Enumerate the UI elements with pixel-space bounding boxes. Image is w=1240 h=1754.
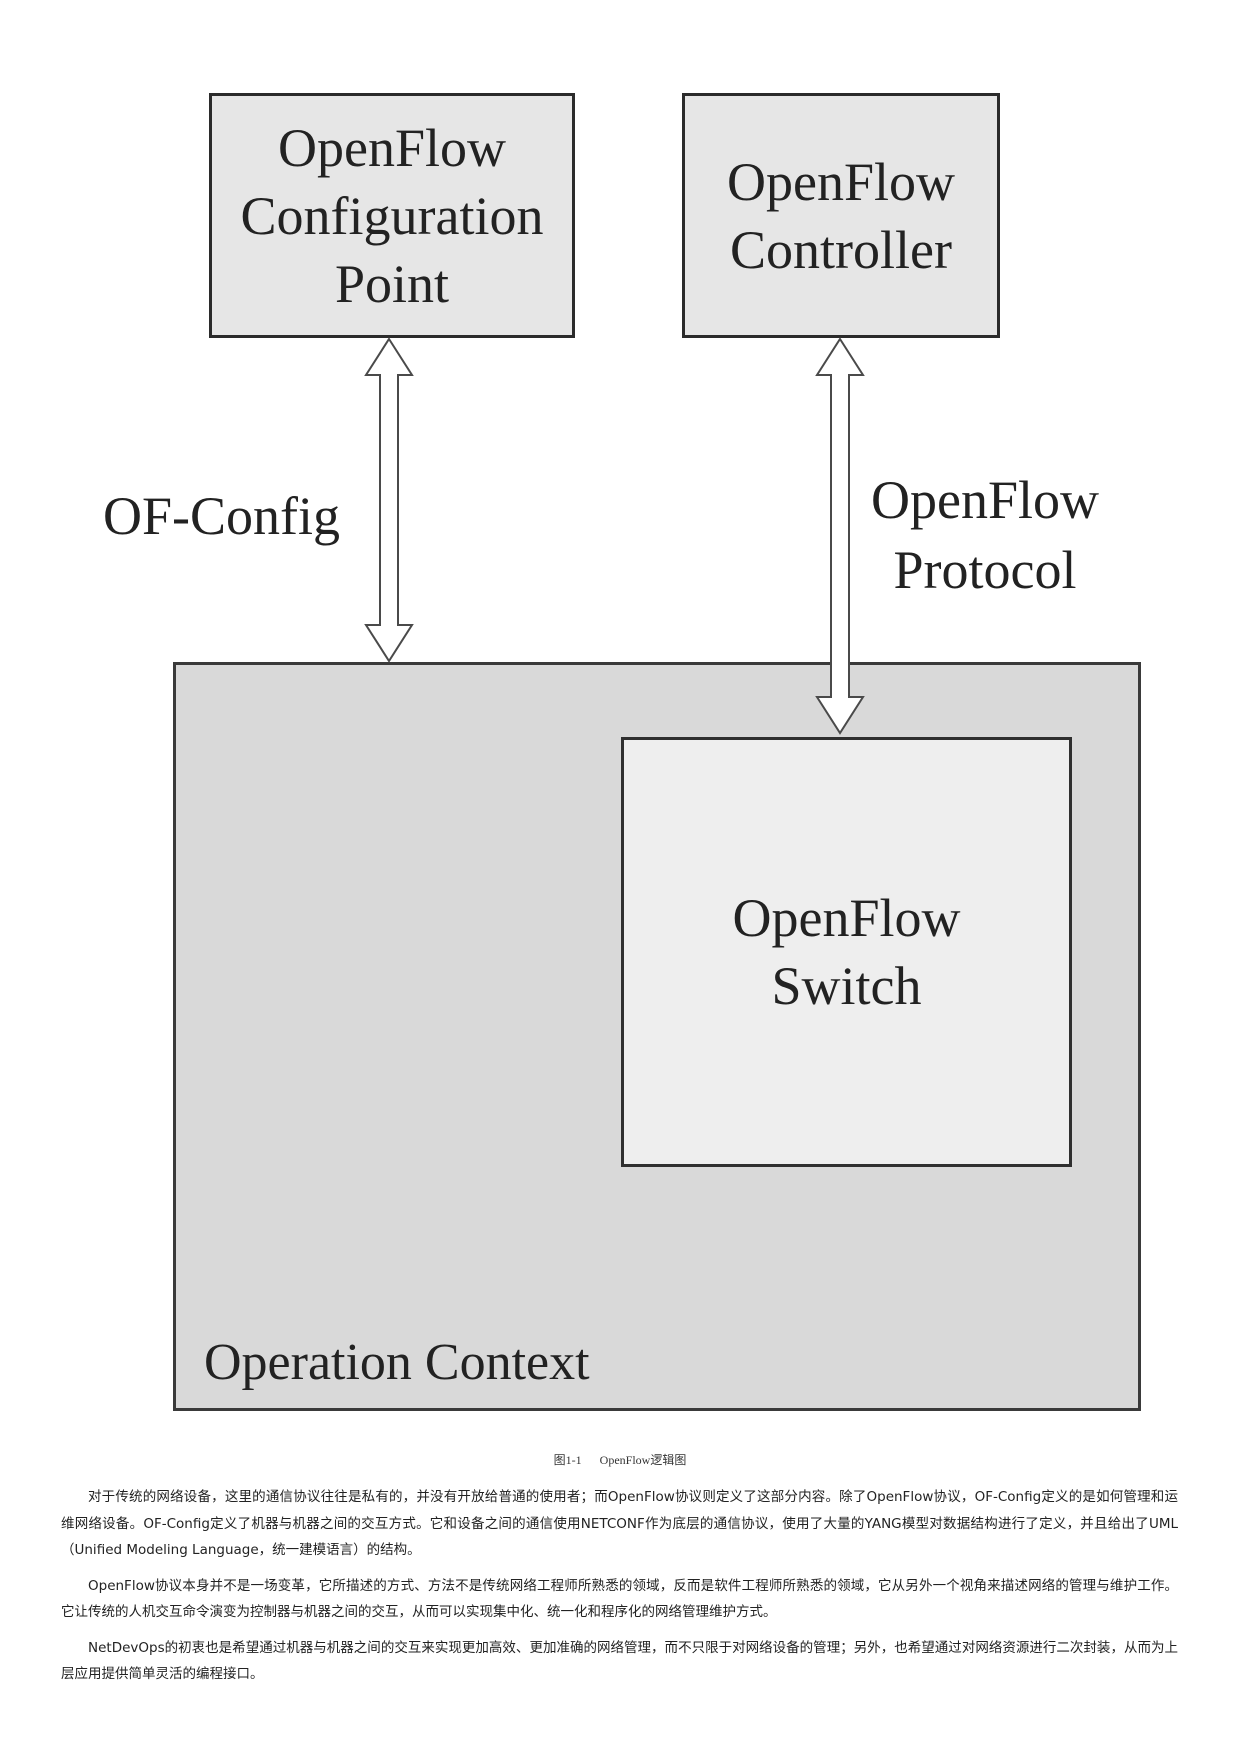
openflow-switch-box: OpenFlow Switch [621, 737, 1072, 1167]
figure-caption: 图1-1 OpenFlow逻辑图 [0, 1451, 1240, 1469]
paragraph: 对于传统的网络设备，这里的通信协议往往是私有的，并没有开放给普通的使用者；而Op… [61, 1489, 1178, 1558]
figure-number: 图1-1 [553, 1453, 582, 1467]
config-point-line-3: Point [334, 253, 450, 314]
protocol-label-line-1: OpenFlow [871, 470, 1099, 530]
figure-title: OpenFlow逻辑图 [599, 1453, 687, 1467]
of-config-double-arrow [364, 337, 414, 663]
openflow-configuration-point-box: OpenFlow Configuration Point [209, 93, 575, 338]
config-point-line-1: OpenFlow [278, 117, 506, 178]
controller-line-2: Controller [730, 219, 952, 280]
operation-context-box: OpenFlow Switch Operation Context [173, 662, 1141, 1411]
paragraph: NetDevOps的初衷也是希望通过机器与机器之间的交互来实现更加高效、更加准确… [61, 1639, 1178, 1683]
protocol-label-line-2: Protocol [893, 540, 1077, 600]
operation-context-label: Operation Context [204, 1334, 590, 1391]
switch-line-2: Switch [771, 956, 922, 1016]
openflow-controller-box: OpenFlow Controller [682, 93, 1000, 338]
body-text: 对于传统的网络设备，这里的通信协议往往是私有的，并没有开放给普通的使用者；而Op… [61, 1484, 1178, 1697]
config-point-line-2: Configuration [240, 185, 544, 246]
controller-line-1: OpenFlow [727, 151, 955, 212]
openflow-protocol-label: OpenFlow Protocol [855, 465, 1115, 605]
switch-line-1: OpenFlow [732, 888, 961, 948]
of-config-label: OF-Config [103, 486, 341, 546]
paragraph: OpenFlow协议本身并不是一场变革，它所描述的方式、方法不是传统网络工程师所… [61, 1577, 1178, 1621]
